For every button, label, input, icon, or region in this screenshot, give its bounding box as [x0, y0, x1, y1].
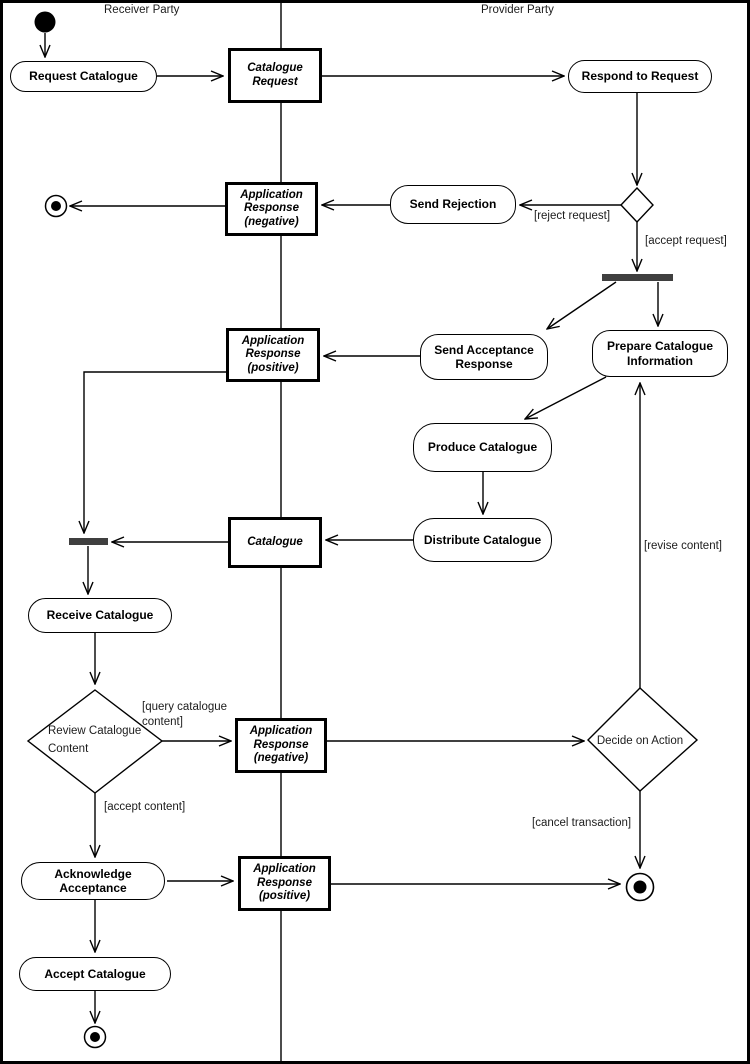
end-node-reject-dot	[51, 201, 61, 211]
activity-receive-catalogue: Receive Catalogue	[28, 598, 172, 633]
guard-query-catalogue-content: [query catalogue content]	[142, 701, 228, 728]
activity-produce-catalogue: Produce Catalogue	[413, 423, 552, 472]
object-catalogue-request: Catalogue Request	[228, 48, 322, 103]
guard-cancel-transaction: [cancel transaction]	[532, 817, 632, 829]
object-catalogue: Catalogue	[228, 517, 322, 568]
end-node-accept-dot	[90, 1032, 100, 1042]
decision-label-decide-on-action: Decide on Action	[596, 735, 684, 747]
flow-edges	[45, 33, 658, 1023]
object-application-response-positive-2: Application Response (positive)	[238, 856, 331, 911]
lane-label-provider-party: Provider Party	[481, 4, 554, 16]
decision-diamond-decide-on-action	[587, 687, 699, 792]
guard-revise-content: [revise content]	[644, 540, 722, 552]
activity-prepare-catalogue-information: Prepare Catalogue Information	[592, 330, 728, 377]
join-bar-receiver	[69, 538, 108, 545]
guard-accept-request: [accept request]	[645, 235, 727, 247]
decision-label-review-catalogue-content: Review Catalogue Content	[48, 725, 142, 755]
decision-diamond-review-catalogue	[26, 689, 164, 794]
object-application-response-positive-1: Application Response (positive)	[226, 328, 320, 382]
object-application-response-negative-1: Application Response (negative)	[225, 182, 318, 236]
edge-prepare-to-produce	[525, 376, 607, 419]
activity-respond-to-request: Respond to Request	[568, 60, 712, 93]
activity-accept-catalogue: Accept Catalogue	[19, 957, 171, 991]
fork-bar-provider	[602, 274, 673, 281]
lane-label-receiver-party: Receiver Party	[104, 4, 180, 16]
edge-app-response-pos1-to-join	[84, 371, 226, 533]
activity-distribute-catalogue: Distribute Catalogue	[413, 518, 552, 562]
activity-request-catalogue: Request Catalogue	[10, 61, 157, 92]
activity-acknowledge-acceptance: Acknowledge Acceptance	[21, 862, 165, 900]
activity-send-rejection: Send Rejection	[390, 185, 516, 224]
end-node-provider-dot	[633, 880, 647, 894]
object-application-response-negative-2: Application Response (negative)	[235, 718, 327, 773]
decision-diamond-accept-reject	[620, 186, 654, 224]
activity-send-acceptance-response: Send Acceptance Response	[420, 334, 548, 380]
edge-fork-to-send-acceptance	[547, 281, 617, 329]
start-node-icon	[34, 11, 56, 33]
guard-reject-request: [reject request]	[534, 210, 611, 222]
guard-accept-content: [accept content]	[104, 801, 186, 813]
